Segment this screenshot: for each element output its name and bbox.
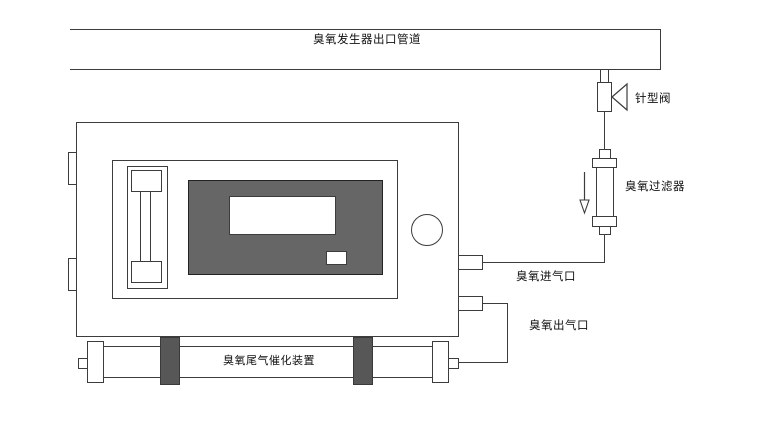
outlet-line-h2 <box>459 362 508 364</box>
hinge-bottom <box>68 258 77 291</box>
catalyst-body <box>103 346 433 378</box>
catalyst-left-cap <box>87 341 104 383</box>
valve-stem <box>600 70 609 82</box>
inlet-line-vertical <box>604 235 606 263</box>
ozone-generator-outlet-pipe <box>70 29 661 70</box>
ozone-filter-label: 臭氧过滤器 <box>625 181 685 193</box>
power-knob[interactable] <box>411 214 443 246</box>
valve-to-filter-line <box>604 112 606 149</box>
needle-valve-cone-icon <box>611 82 628 112</box>
ozone-outlet-label: 臭氧出气口 <box>529 320 589 332</box>
needle-valve-body <box>597 82 612 112</box>
outlet-line-h1 <box>482 303 508 305</box>
inlet-port <box>458 255 483 270</box>
filter-bottom-connector <box>599 226 611 235</box>
outlet-line-vertical <box>507 303 509 363</box>
display-button[interactable] <box>326 251 347 265</box>
catalyst-clamp-right <box>353 337 373 385</box>
flowmeter-bottom-block <box>131 261 162 283</box>
flowmeter-tube <box>140 191 151 262</box>
ozone-inlet-label: 臭氧进气口 <box>516 271 576 283</box>
needle-valve-label: 针型阀 <box>635 93 671 105</box>
catalyst-label: 臭氧尾气催化装置 <box>223 355 315 367</box>
catalyst-right-cap <box>432 341 449 383</box>
catalyst-clamp-left <box>160 337 180 385</box>
outlet-port <box>458 296 483 311</box>
display-screen <box>229 196 336 235</box>
hinge-top <box>68 152 77 185</box>
flow-direction-arrow-icon <box>579 172 590 215</box>
filter-body <box>596 167 614 217</box>
inlet-line-horizontal <box>483 262 605 264</box>
flowmeter-top-block <box>131 170 162 192</box>
catalyst-right-nub <box>448 358 459 369</box>
pipe-label: 臭氧发生器出口管道 <box>313 34 421 46</box>
